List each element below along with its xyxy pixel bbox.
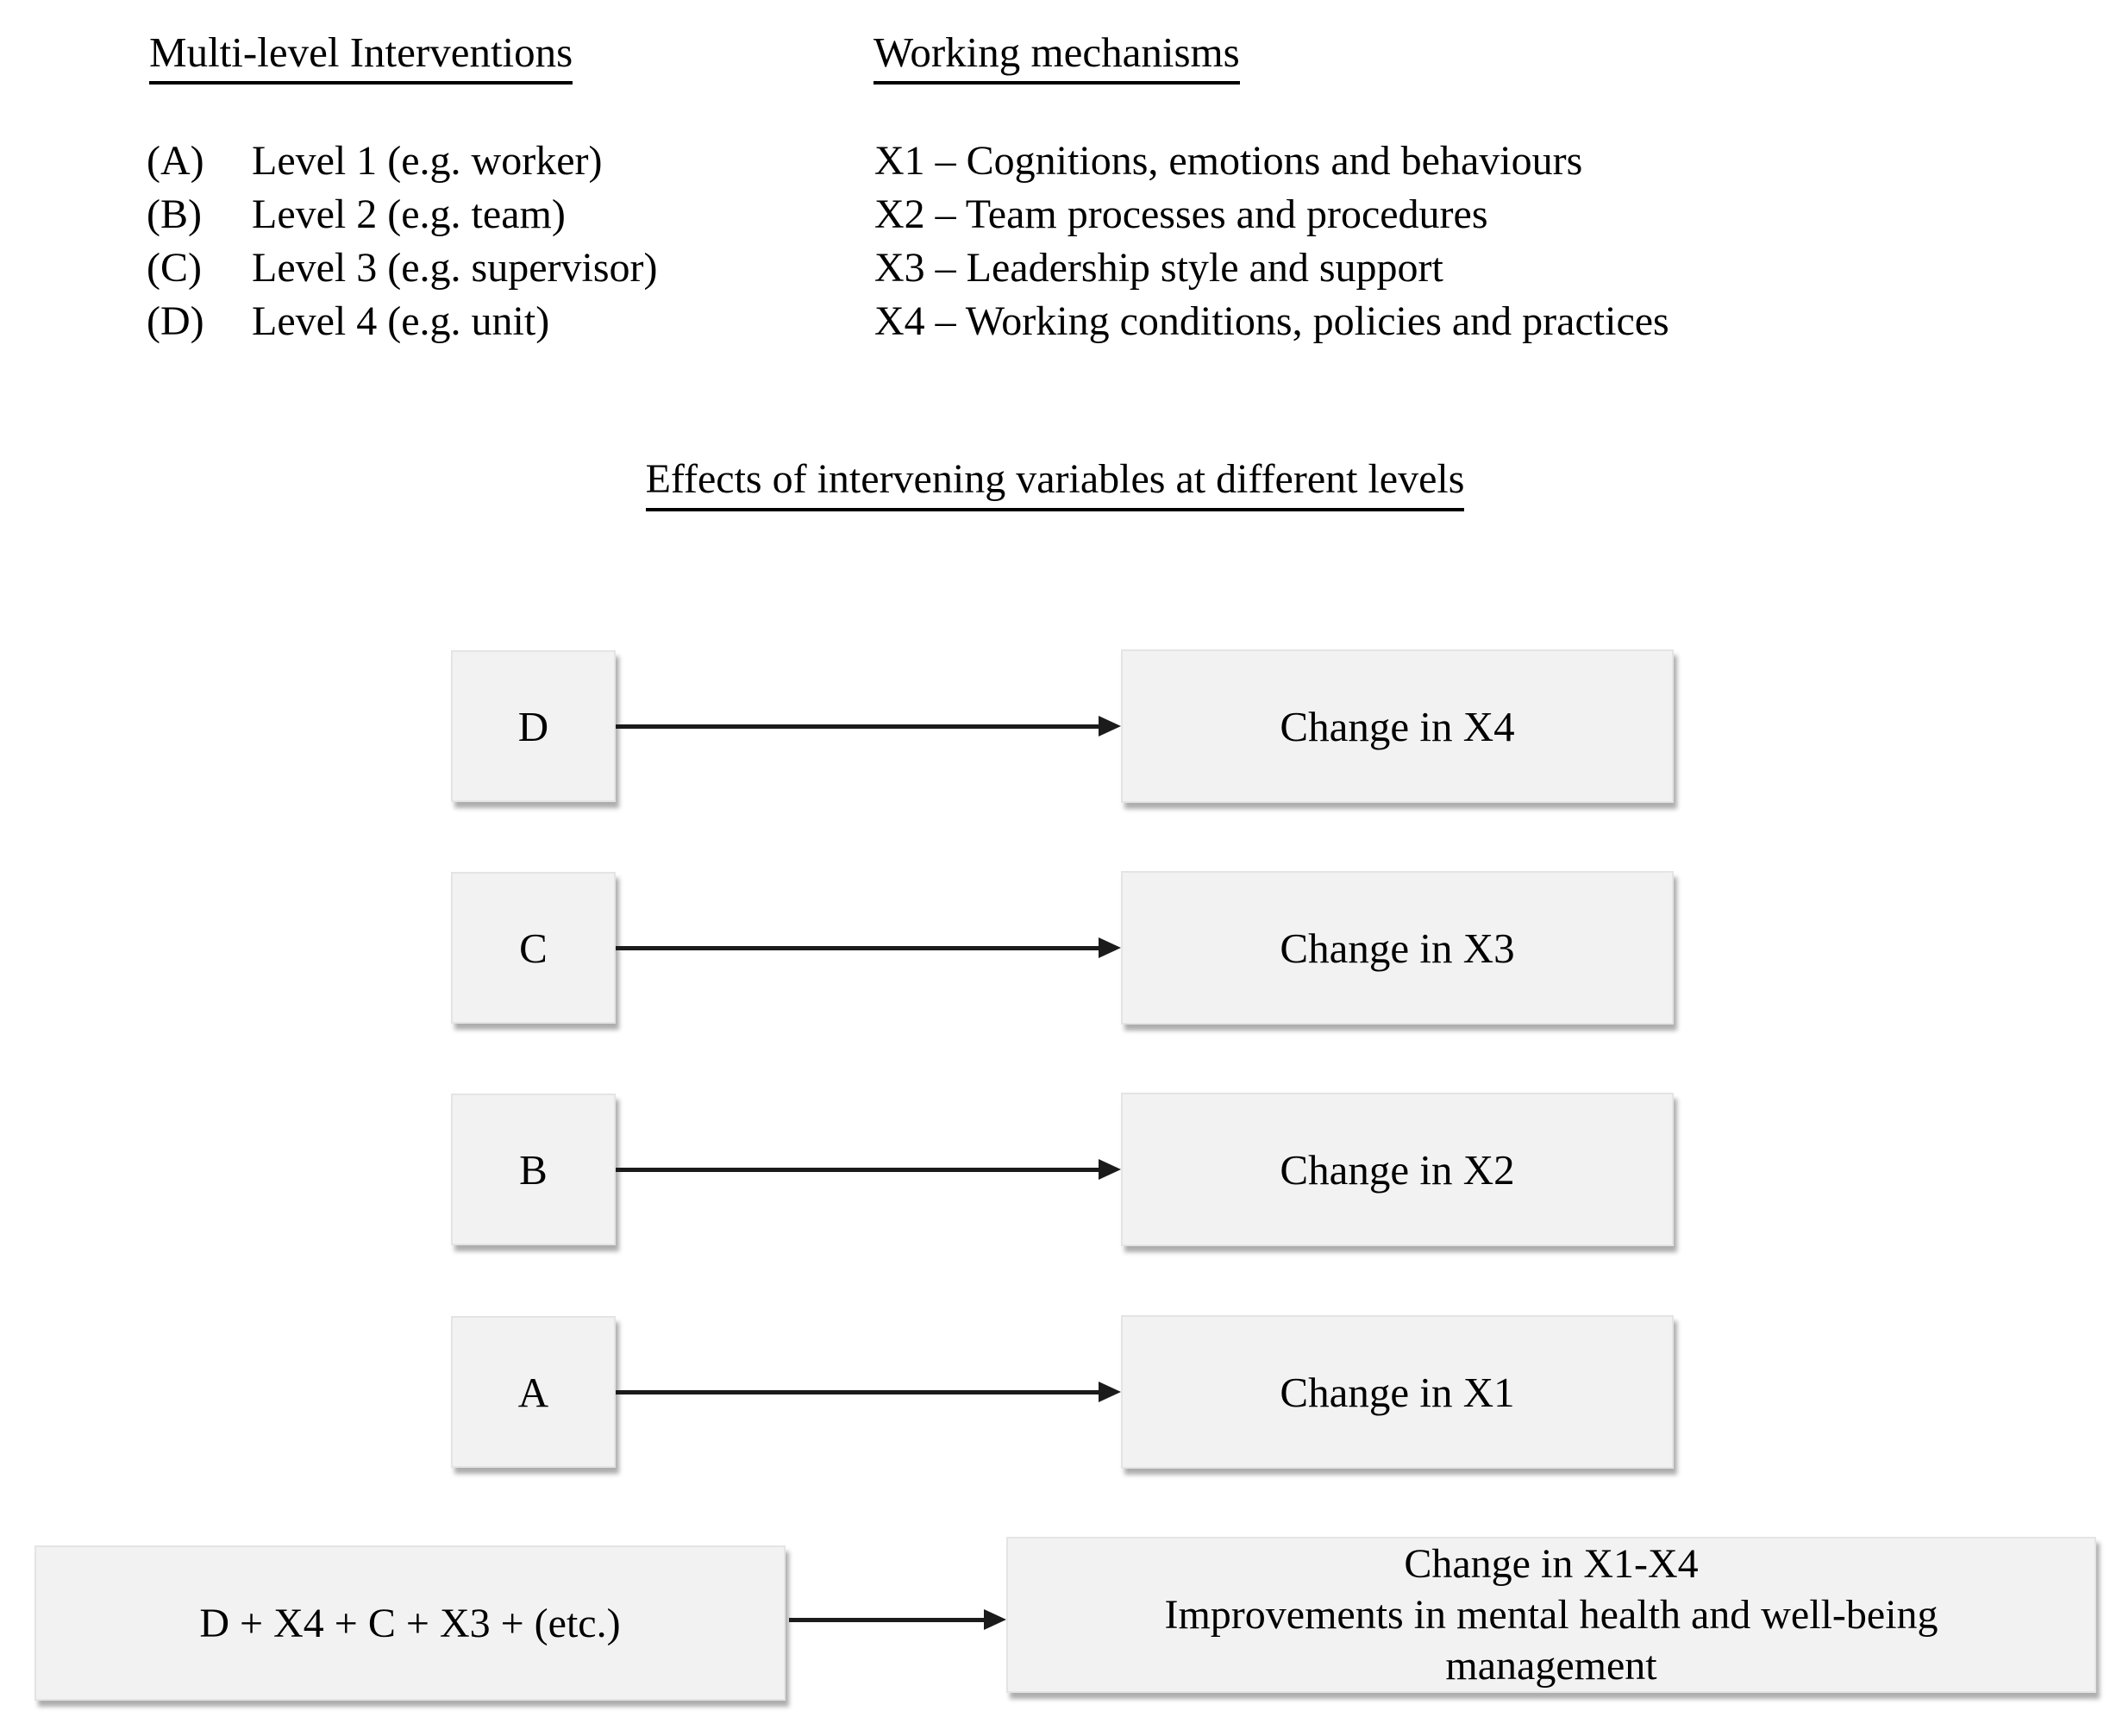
- intervention-box-b: B: [451, 1094, 616, 1245]
- mechanisms-list: X1 – Cognitions, emotions and behaviours…: [874, 135, 1669, 348]
- intervention-box-a: A: [451, 1316, 616, 1468]
- interventions-list: (A) Level 1 (e.g. worker) (B) Level 2 (e…: [147, 135, 658, 348]
- intervention-item-a: (A) Level 1 (e.g. worker): [147, 135, 658, 188]
- intervention-key-c: (C): [147, 245, 202, 291]
- mechanism-label-x2: X2 – Team processes and procedures: [874, 191, 1488, 237]
- interventions-heading: Multi-level Interventions: [149, 29, 573, 85]
- arrow-a-to-x1: [616, 1382, 1121, 1402]
- intervention-key-b: (B): [147, 191, 202, 237]
- combined-change-box: Change in X1-X4 Improvements in mental h…: [1006, 1537, 2096, 1693]
- combined-change-line-2: Improvements in mental health and well-b…: [1164, 1592, 1938, 1689]
- intervention-item-c: (C) Level 3 (e.g. supervisor): [147, 241, 658, 295]
- combined-interventions-box: D + X4 + C + X3 + (etc.): [34, 1545, 786, 1701]
- mechanism-item-x4: X4 – Working conditions, policies and pr…: [874, 295, 1669, 348]
- intervention-label-a: Level 1 (e.g. worker): [252, 138, 603, 184]
- mechanism-label-x4: X4 – Working conditions, policies and pr…: [874, 298, 1669, 344]
- arrow-c-to-x3: [616, 937, 1121, 958]
- arrow-d-to-x4: [616, 716, 1121, 736]
- arrow-b-to-x2: [616, 1159, 1121, 1180]
- interventions-heading-text: Multi-level Interventions: [149, 29, 573, 85]
- mechanism-item-x3: X3 – Leadership style and support: [874, 241, 1669, 295]
- combined-change-line-1: Change in X1-X4: [1404, 1541, 1699, 1587]
- mechanisms-heading-text: Working mechanisms: [873, 29, 1240, 85]
- intervention-label-c: Level 3 (e.g. supervisor): [252, 245, 658, 291]
- intervention-box-c: C: [451, 872, 616, 1024]
- intervention-label-b: Level 2 (e.g. team): [252, 191, 566, 237]
- mechanism-label-x1: X1 – Cognitions, emotions and behaviours: [874, 138, 1583, 184]
- mechanism-item-x2: X2 – Team processes and procedures: [874, 188, 1669, 241]
- change-box-x1: Change in X1: [1121, 1315, 1674, 1469]
- change-box-x2: Change in X2: [1121, 1093, 1674, 1246]
- change-box-x4: Change in X4: [1121, 649, 1674, 803]
- intervention-box-d: D: [451, 650, 616, 802]
- mechanism-item-x1: X1 – Cognitions, emotions and behaviours: [874, 135, 1669, 188]
- figure-title: Effects of intervening variables at diff…: [0, 455, 2110, 511]
- intervention-label-d: Level 4 (e.g. unit): [252, 298, 550, 344]
- mechanisms-heading: Working mechanisms: [873, 29, 1240, 85]
- intervention-item-d: (D) Level 4 (e.g. unit): [147, 295, 658, 348]
- intervention-key-a: (A): [147, 138, 204, 184]
- intervention-key-d: (D): [147, 298, 204, 344]
- intervention-item-b: (B) Level 2 (e.g. team): [147, 188, 658, 241]
- change-box-x3: Change in X3: [1121, 871, 1674, 1025]
- mechanism-label-x3: X3 – Leadership style and support: [874, 245, 1443, 291]
- arrow-combined-to-change: [789, 1609, 1006, 1630]
- figure-title-text: Effects of intervening variables at diff…: [645, 455, 1465, 511]
